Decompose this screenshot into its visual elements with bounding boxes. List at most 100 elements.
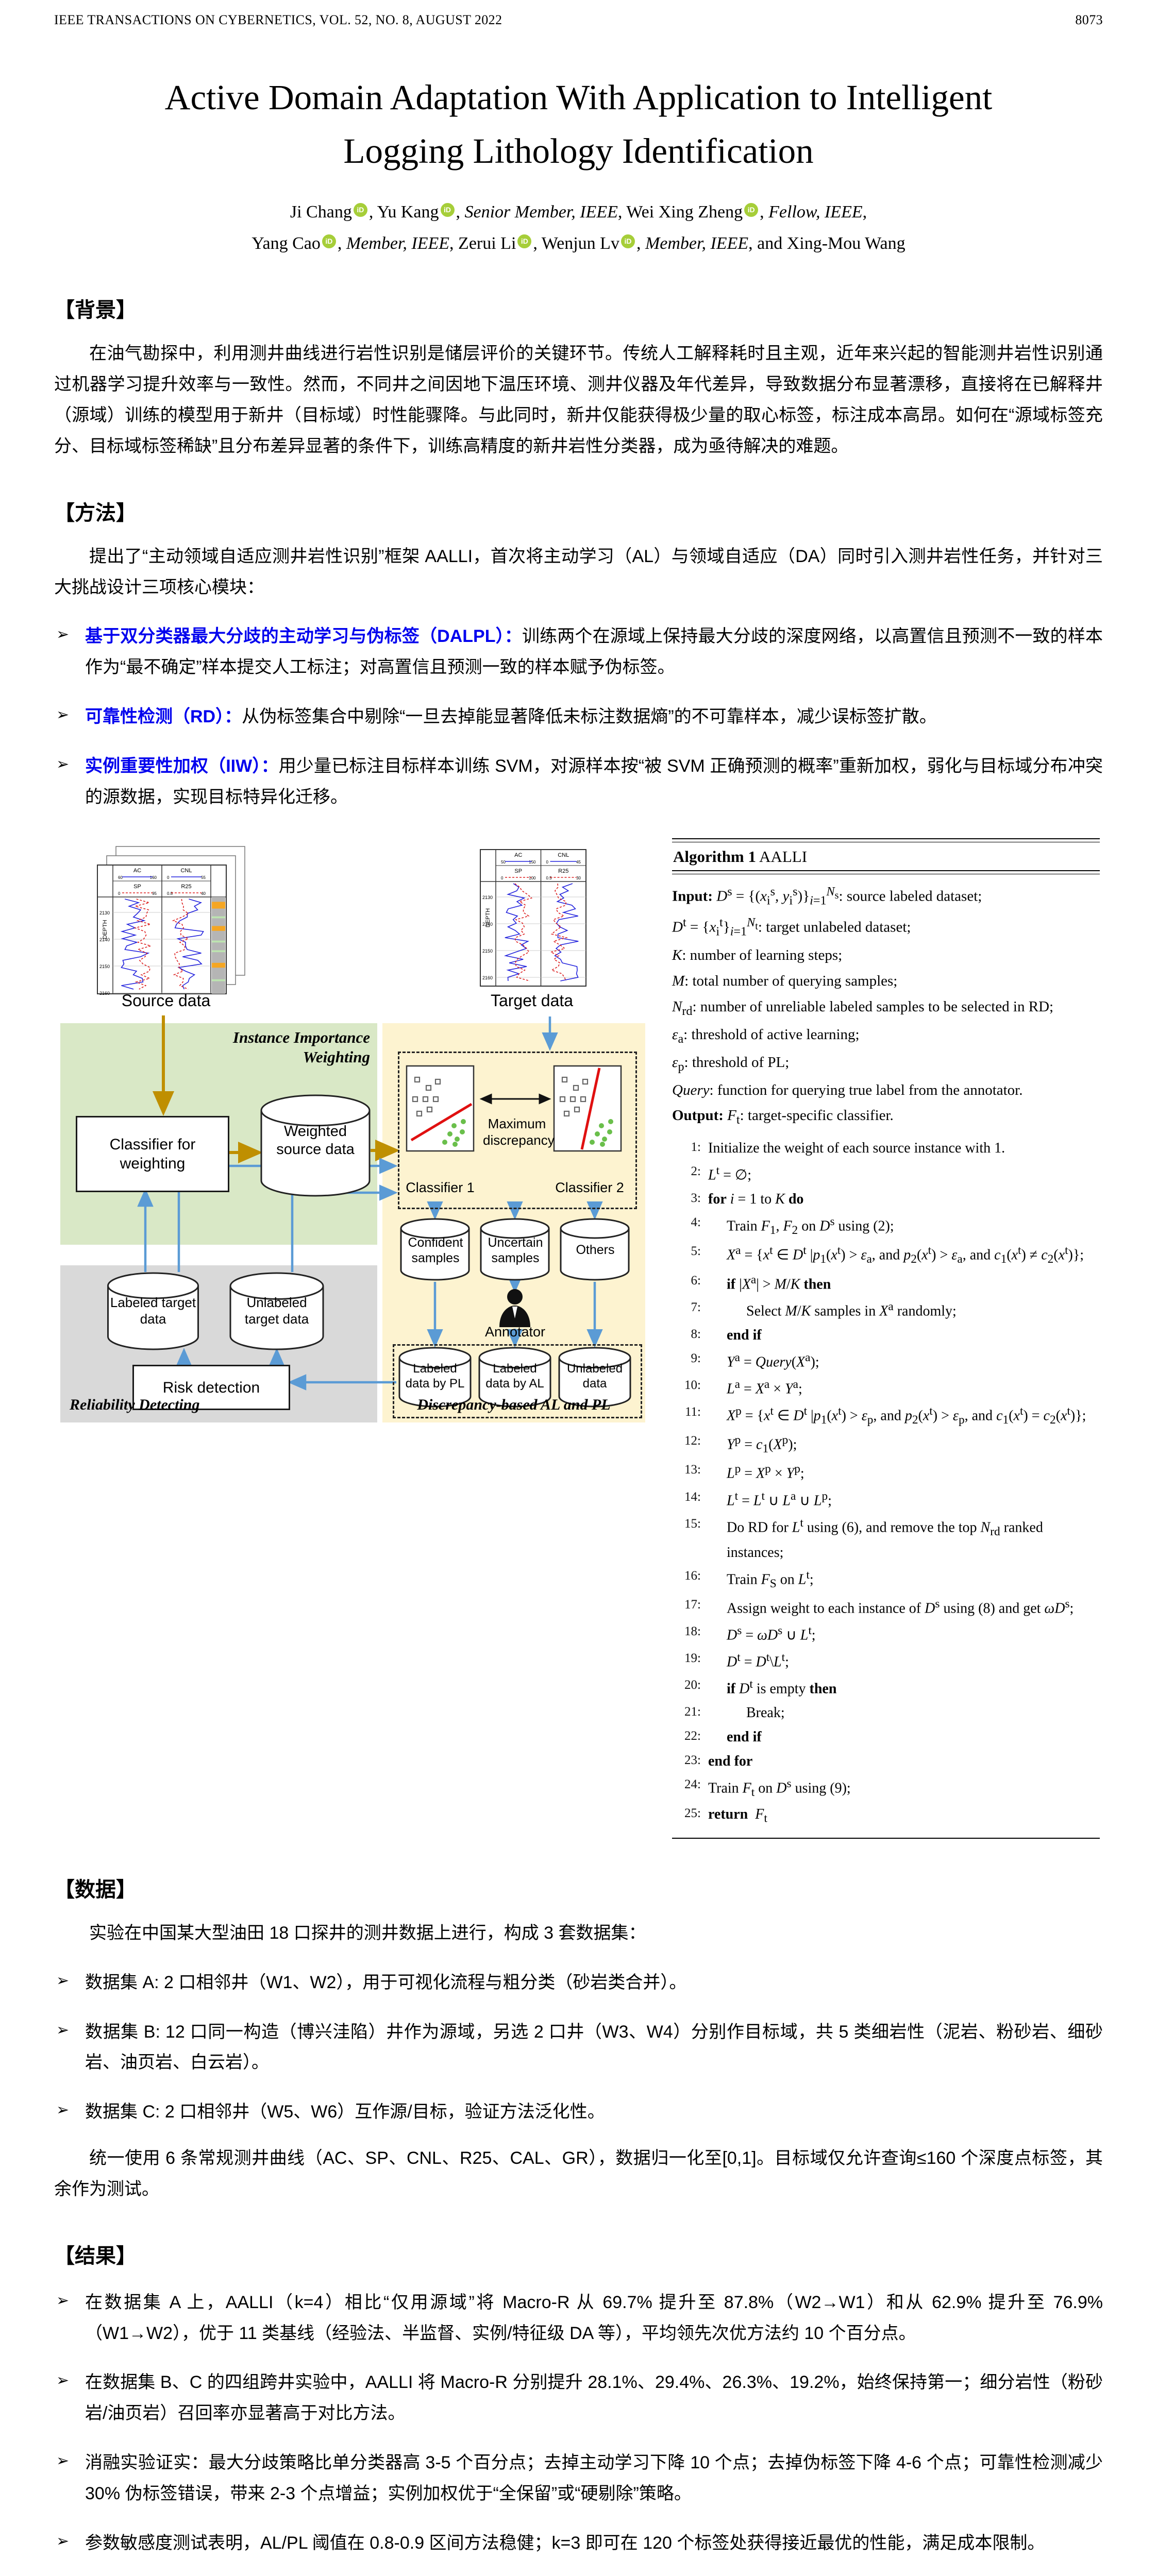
journal-header: IEEE TRANSACTIONS ON CYBERNETICS, VOL. 5… <box>54 12 1103 28</box>
algorithm-step: 20:if Dt is empty then <box>672 1675 1100 1701</box>
bullet-item: ➢基于双分类器最大分歧的主动学习与伪标签（DALPL）：训练两个在源域上保持最大… <box>54 621 1103 683</box>
algorithm-step: 6:if |Xa| > M/K then <box>672 1270 1100 1296</box>
svg-text:2130: 2130 <box>482 895 493 900</box>
svg-text:95: 95 <box>152 891 157 896</box>
section-heading-background: 【背景】 <box>54 293 1103 323</box>
results-bullets: ➢在数据集 A 上，AALLI（k=4）相比“仅用源域”将 Macro-R 从 … <box>54 2287 1103 2559</box>
svg-text:30: 30 <box>576 876 581 880</box>
svg-text:AC: AC <box>514 852 522 858</box>
svg-text:0: 0 <box>167 875 170 880</box>
classifier-for-weighting-box: Classifier for weighting <box>76 1116 229 1192</box>
svg-text:CNL: CNL <box>180 868 192 874</box>
discrepancy-classifiers-box <box>398 1052 637 1209</box>
bullet-arrow-icon: ➢ <box>54 621 85 683</box>
svg-text:45: 45 <box>576 860 581 865</box>
tsne-paragraph: 下图通过 t-SNE 可视化展示了 AALLI 的完整工作流程：先用两个在源域上… <box>54 2574 1103 2576</box>
method-bullets: ➢基于双分类器最大分歧的主动学习与伪标签（DALPL）：训练两个在源域上保持最大… <box>54 621 1103 812</box>
svg-text:0.5: 0.5 <box>546 876 552 880</box>
bullet-item: ➢在数据集 A 上，AALLI（k=4）相比“仅用源域”将 Macro-R 从 … <box>54 2287 1103 2349</box>
paper-title: Active Domain Adaptation With Applicatio… <box>102 71 1055 178</box>
svg-text:2160: 2160 <box>482 975 493 980</box>
bullet-item: ➢消融实验证实：最大分歧策略比单分类器高 3-5 个百分点；去掉主动学习下降 1… <box>54 2448 1103 2510</box>
page-number: 8073 <box>1075 12 1103 28</box>
algorithm-inputs: Input: Ds = {(xis, yis)}i=1Ns: source la… <box>672 882 1100 1130</box>
svg-text:R25: R25 <box>181 884 191 890</box>
algorithm-step: 3:for i = 1 to K do <box>672 1188 1100 1211</box>
svg-text:CNL: CNL <box>558 852 569 858</box>
algorithm-title: Algorithm 1 AALLI <box>672 842 1100 870</box>
algorithm-step: 10:La = Xa × Ya; <box>672 1375 1100 1401</box>
bullet-arrow-icon: ➢ <box>54 1968 85 1998</box>
orcid-icon: iD <box>322 234 336 248</box>
algorithm-step: 2:Lt = ∅; <box>672 1161 1100 1187</box>
algorithm-rule <box>672 838 1100 842</box>
svg-text:2150: 2150 <box>99 964 110 969</box>
labeled-data-box <box>393 1344 642 1418</box>
svg-text:2130: 2130 <box>99 910 110 916</box>
orcid-icon: iD <box>744 203 758 217</box>
orcid-icon: iD <box>441 203 455 217</box>
svg-text:DEPTH: DEPTH <box>102 920 108 939</box>
algorithm-step: 9:Ya = Query(Xa); <box>672 1348 1100 1374</box>
svg-text:40: 40 <box>201 891 206 896</box>
algorithm-1: Algorithm 1 AALLI Input: Ds = {(xis, yis… <box>672 838 1100 1838</box>
svg-text:60: 60 <box>118 875 123 880</box>
svg-text:0.8: 0.8 <box>167 891 173 896</box>
svg-text:SP: SP <box>514 868 522 874</box>
bullet-item: ➢可靠性检测（RD）：从伪标签集合中剔除“一旦去掉能显著降低未标注数据熵”的不可… <box>54 702 1103 733</box>
risk-detection-box: Risk detection <box>132 1365 290 1410</box>
svg-text:0: 0 <box>501 876 504 880</box>
svg-text:55: 55 <box>201 875 206 880</box>
bullet-arrow-icon: ➢ <box>54 751 85 813</box>
algorithm-step: 24:Train Ft on Ds using (9); <box>672 1774 1100 1802</box>
algorithm-step: 14:Lt = Lt ∪ La ∪ Lp; <box>672 1487 1100 1513</box>
svg-text:50: 50 <box>501 860 506 865</box>
algorithm-step: 11:Xp = {xt ∈ Dt |p1(xt) > εp, and p2(xt… <box>672 1402 1100 1430</box>
algorithm-rule <box>672 1838 1100 1839</box>
bullet-arrow-icon: ➢ <box>54 2097 85 2128</box>
algorithm-step: 4:Train F1, F2 on Ds using (2); <box>672 1212 1100 1240</box>
algorithm-step: 25:return Ft <box>672 1803 1100 1828</box>
svg-text:R25: R25 <box>558 868 568 874</box>
bullet-arrow-icon: ➢ <box>54 2367 85 2429</box>
data-note: 统一使用 6 条常规测井曲线（AC、SP、CNL、R25、CAL、GR），数据归… <box>54 2143 1103 2205</box>
svg-text:2140: 2140 <box>99 937 110 942</box>
bullet-item: ➢数据集 B: 12 口同一构造（博兴洼陷）井作为源域，另选 2 口井（W3、W… <box>54 2017 1103 2079</box>
algorithm-step: 16:Train FS on Lt; <box>672 1566 1100 1594</box>
algorithm-step: 18:Ds = ωDs ∪ Lt; <box>672 1621 1100 1647</box>
bullet-arrow-icon: ➢ <box>54 2528 85 2559</box>
bullet-item: ➢实例重要性加权（IIW）：用少量已标注目标样本训练 SVM，对源样本按“被 S… <box>54 751 1103 813</box>
orcid-icon: iD <box>517 234 531 248</box>
algorithm-step: 5:Xa = {xt ∈ Dt |p1(xt) > εa, and p2(xt)… <box>672 1241 1100 1269</box>
data-bullets: ➢数据集 A: 2 口相邻井（W1、W2），用于可视化流程与粗分类（砂岩类合并）… <box>54 1968 1103 2128</box>
bullet-item: ➢参数敏感度测试表明，AL/PL 阈值在 0.8-0.9 区间方法稳健；k=3 … <box>54 2528 1103 2559</box>
algorithm-rule <box>672 870 1100 874</box>
orcid-icon: iD <box>354 203 367 217</box>
bullet-arrow-icon: ➢ <box>54 702 85 733</box>
algorithm-step: 1:Initialize the weight of each source i… <box>672 1137 1100 1160</box>
bullet-arrow-icon: ➢ <box>54 2017 85 2079</box>
bullet-item: ➢数据集 A: 2 口相邻井（W1、W2），用于可视化流程与粗分类（砂岩类合并）… <box>54 1968 1103 1998</box>
bullet-arrow-icon: ➢ <box>54 2448 85 2510</box>
method-intro: 提出了“主动领域自适应测井岩性识别”框架 AALLI，首次将主动学习（AL）与领… <box>54 541 1103 603</box>
section-heading-results: 【结果】 <box>54 2239 1103 2269</box>
algorithm-step: 17:Assign weight to each instance of Ds … <box>672 1595 1100 1620</box>
algorithm-step: 12:Yp = c1(Xp); <box>672 1431 1100 1459</box>
data-intro: 实验在中国某大型油田 18 口探井的测井数据上进行，构成 3 套数据集： <box>54 1918 1103 1949</box>
svg-text:0: 0 <box>118 891 121 896</box>
algorithm-step: 15:Do RD for Lt using (6), and remove th… <box>672 1514 1100 1565</box>
algorithm-step: 23:end for <box>672 1750 1100 1773</box>
algorithm-step: 21:Break; <box>672 1702 1100 1725</box>
svg-text:AC: AC <box>133 868 141 874</box>
journal-title: IEEE TRANSACTIONS ON CYBERNETICS, VOL. 5… <box>54 12 502 28</box>
svg-text:0: 0 <box>546 860 549 865</box>
section-heading-data: 【数据】 <box>54 1873 1103 1903</box>
algorithm-steps: 1:Initialize the weight of each source i… <box>672 1137 1100 1838</box>
algorithm-step: 8:end if <box>672 1324 1100 1347</box>
bullet-item: ➢在数据集 B、C 的四组跨井实验中，AALLI 将 Macro-R 分别提升 … <box>54 2367 1103 2429</box>
svg-text:160: 160 <box>150 875 157 880</box>
